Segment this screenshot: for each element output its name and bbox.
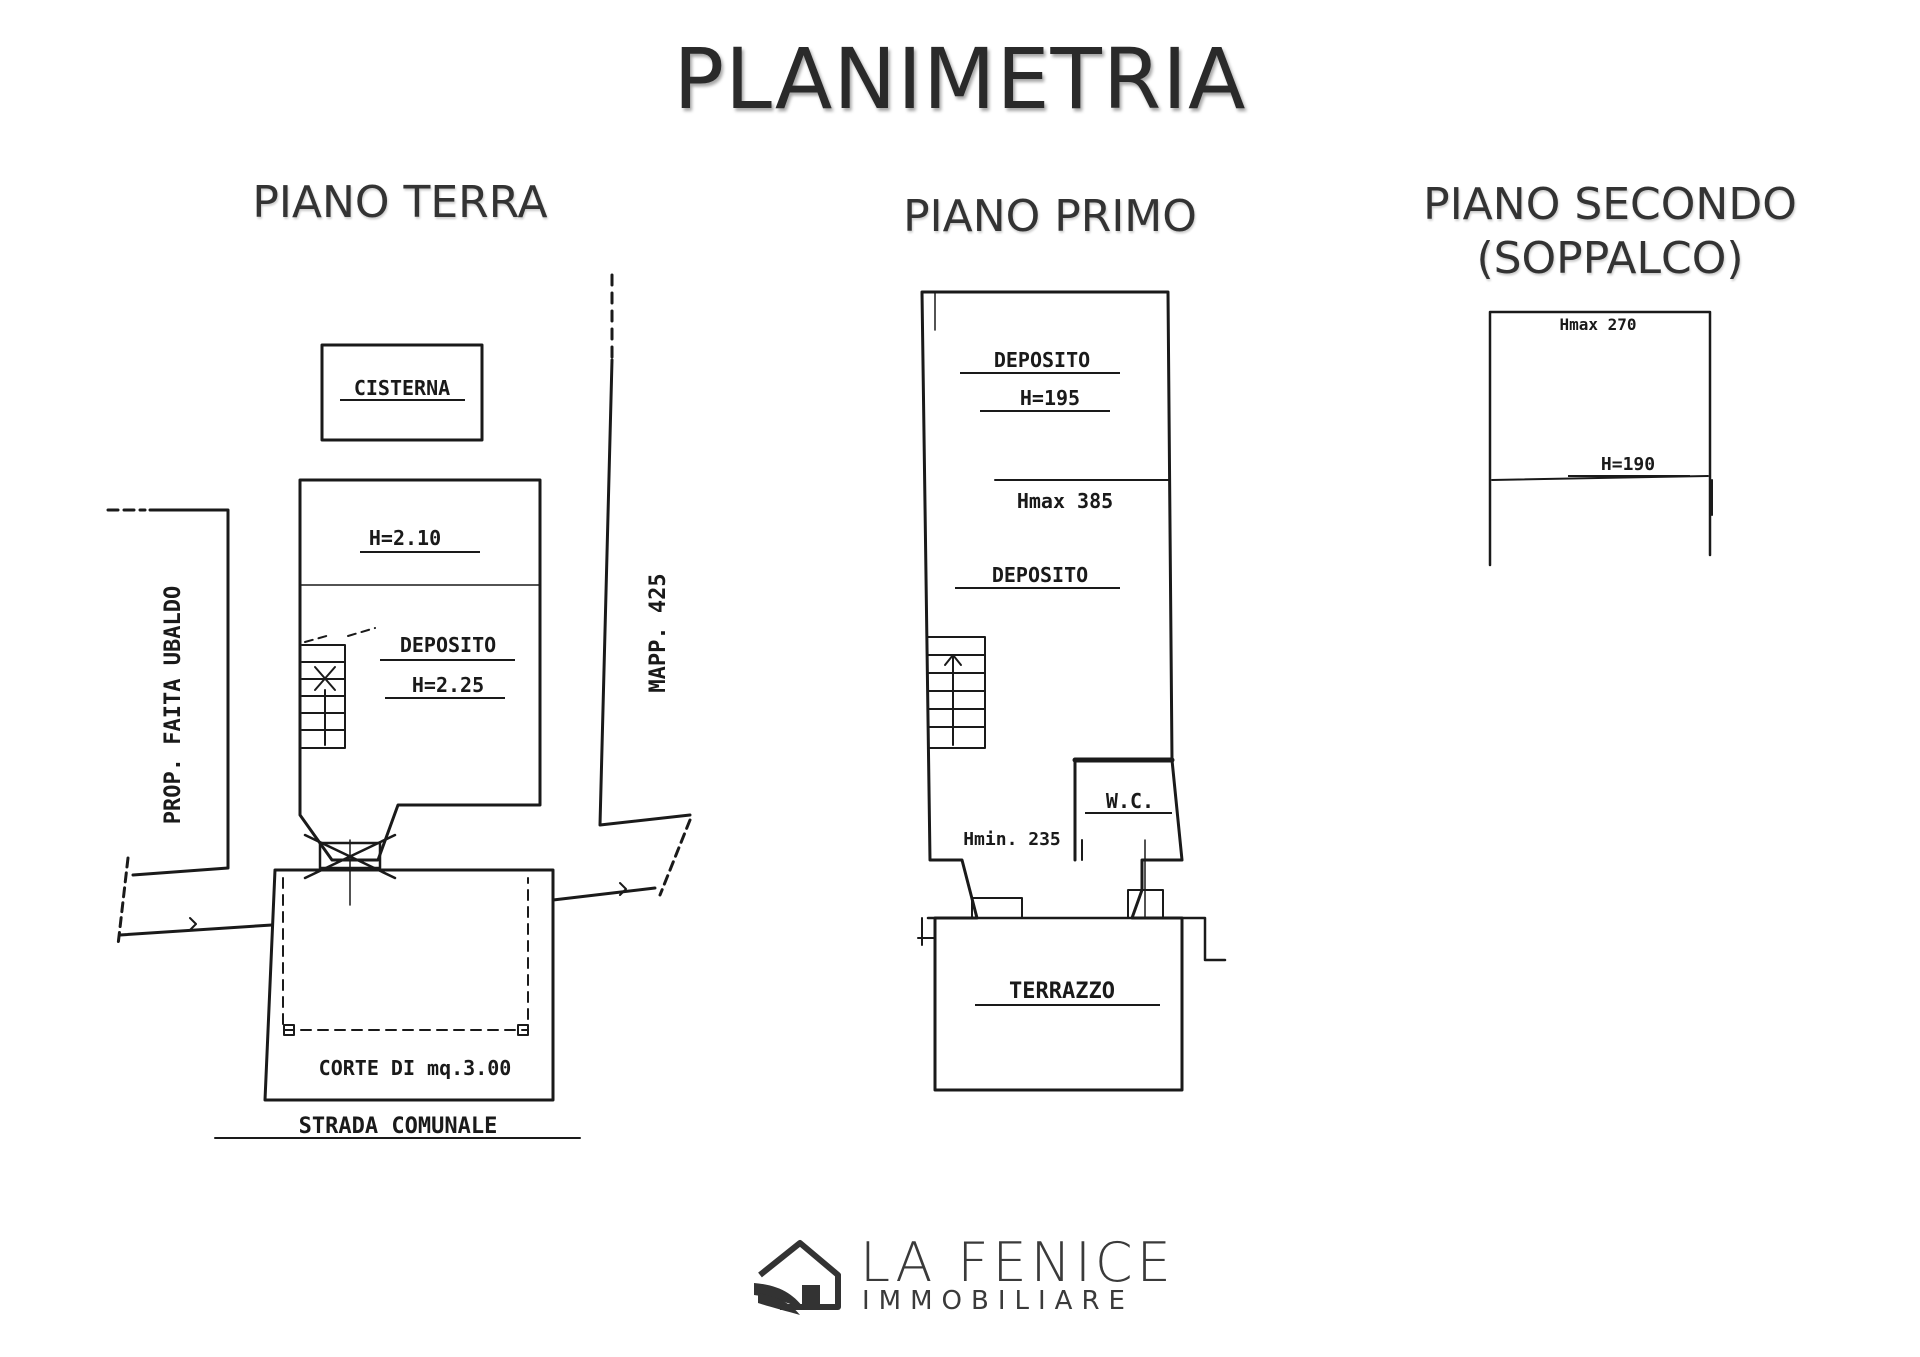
deposito-room [298,478,542,862]
first-floor-title: PIANO PRIMO [903,191,1197,242]
phoenix-house-icon [754,1240,841,1315]
second-floor-title-line1: PIANO SECONDO [1423,179,1797,230]
ground-deposito-label: DEPOSITO [400,633,496,657]
page-title: PLANIMETRIA [673,30,1247,128]
second-floor-plan [1488,310,1713,567]
ground-floor-title: PIANO TERRA [252,177,548,228]
second-h-label: H=190 [1601,454,1655,475]
first-floor-plan [917,290,1227,1092]
neighbor-label: PROP. FAITA UBALDO [161,586,186,824]
ground-stairs [301,627,376,749]
corte-label: CORTE DI mq.3.00 [319,1056,512,1080]
logo-subtitle: IMMOBILIARE [862,1286,1134,1316]
ground-floor-plan [106,273,692,1139]
ground-h2-label: H=2.25 [412,673,484,697]
first-stairs [927,636,986,749]
logo-name: LA FENICE [860,1231,1175,1294]
first-deposito2-label: DEPOSITO [992,563,1088,587]
first-hmin-label: Hmin. 235 [963,829,1061,850]
cisterna-label: CISTERNA [354,376,450,400]
strada-label: STRADA COMUNALE [299,1114,498,1139]
mapp-label: MAPP. 425 [646,573,671,692]
cisterna-room [320,343,484,442]
first-h1-label: H=195 [1020,386,1080,410]
wc-label: W.C. [1106,789,1154,813]
corte-area [263,868,555,1102]
first-hmax-label: Hmax 385 [1017,489,1113,513]
first-deposito1-label: DEPOSITO [994,348,1090,372]
soppalco-outline [1488,310,1712,567]
second-hmax-label: Hmax 270 [1559,315,1636,334]
ground-h1-label: H=2.10 [369,526,441,550]
terrazzo-label: TERRAZZO [1009,979,1115,1004]
company-logo: LA FENICE IMMOBILIARE [750,1235,1190,1315]
second-floor-title-line2: (SOPPALCO) [1476,233,1744,284]
second-floor-title: PIANO SECONDO (SOPPALCO) [1400,178,1820,286]
